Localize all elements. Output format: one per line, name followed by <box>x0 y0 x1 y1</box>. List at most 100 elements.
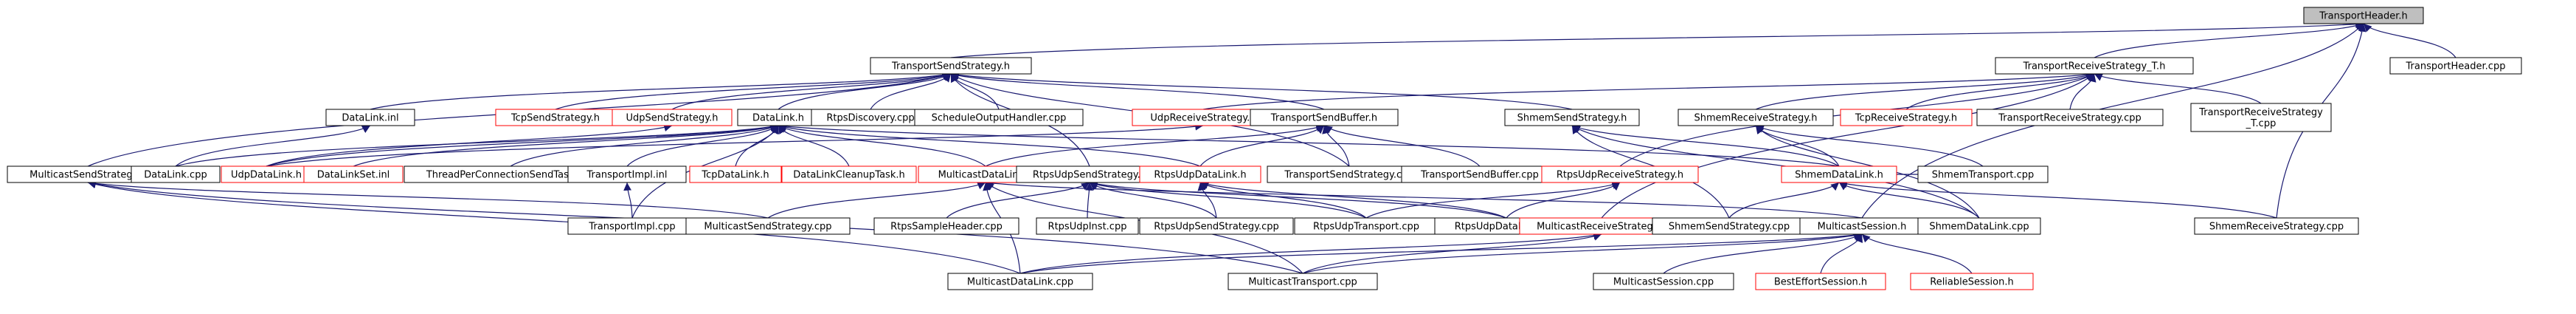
edge-tsb-to-rtpsudl <box>1199 125 1325 167</box>
node-label: DataLink.inl <box>342 113 398 124</box>
node-bes[interactable]: BestEffortSession.h <box>1755 273 1886 290</box>
node-label: DataLinkCleanupTask.h <box>793 170 904 181</box>
node-tcpdl[interactable]: TcpDataLink.h <box>689 165 782 183</box>
node-tpcst[interactable]: ThreadPerConnectionSendTask.cpp <box>404 165 617 183</box>
node-tcpss[interactable]: TcpSendStrategy.h <box>495 109 616 126</box>
node-tss[interactable]: TransportSendStrategy.h <box>870 57 1032 75</box>
node-mcsesscpp[interactable]: MulticastSession.cpp <box>1593 273 1734 290</box>
node-label: ShmemReceiveStrategy.cpp <box>2209 222 2344 233</box>
node-label: MulticastSendStrategy.h <box>30 170 146 181</box>
node-label: ShmemSendStrategy.cpp <box>1669 222 1790 233</box>
node-label: DataLink.cpp <box>144 170 207 181</box>
node-layer: TransportHeader.hTransportHeader.cppTran… <box>7 7 2522 290</box>
node-dl_inl[interactable]: DataLink.inl <box>325 109 415 126</box>
edge-th-to-tss <box>950 20 2364 58</box>
edge-tsb-to-tsbcpp <box>1323 125 1481 167</box>
node-label: ThreadPerConnectionSendTask.cpp <box>426 170 595 181</box>
node-box <box>1250 109 1399 126</box>
node-tsb[interactable]: TransportSendBuffer.h <box>1250 109 1399 126</box>
node-rels[interactable]: ReliableSession.h <box>1910 273 2034 290</box>
edge-mcss-to-mcsscpp <box>87 180 769 219</box>
node-label: MulticastSession.cpp <box>1613 277 1714 288</box>
node-label: TransportHeader.h <box>2319 11 2408 22</box>
edge-tiinl-to-ticpp <box>623 182 633 219</box>
node-box <box>131 165 221 183</box>
node-rtpsuss[interactable]: RtpsUdpSendStrategy.h <box>1016 165 1163 183</box>
node-box <box>1139 217 1294 235</box>
node-mcrs[interactable]: MulticastReceiveStrategy.h <box>1519 217 1684 235</box>
node-label: RtpsUdpInst.cpp <box>1048 222 1127 233</box>
node-label: _T.cpp <box>2246 118 2276 129</box>
node-box <box>873 217 1019 235</box>
node-label: TransportSendBuffer.h <box>1270 113 1377 124</box>
node-box <box>325 109 415 126</box>
node-box <box>1593 273 1734 290</box>
node-rtpsutcpp[interactable]: RtpsUdpTransport.cpp <box>1294 217 1438 235</box>
node-box <box>1976 109 2164 126</box>
node-label: UdpSendStrategy.h <box>626 113 719 124</box>
edge-mcss-to-mcdlcpp <box>87 180 1021 274</box>
node-label: ShmemDataLink.cpp <box>1929 222 2029 233</box>
node-trst_cpp[interactable]: TransportReceiveStrategy_T.cpp <box>2190 103 2332 132</box>
node-mcss[interactable]: MulticastSendStrategy.h <box>7 165 169 183</box>
node-shmdl[interactable]: ShmemDataLink.h <box>1781 165 1897 183</box>
node-udprs[interactable]: UdpReceiveStrategy.h <box>1132 109 1275 126</box>
node-box <box>1995 57 2194 75</box>
edge-trs_t-to-udprs <box>1202 70 2095 110</box>
node-sched[interactable]: ScheduleOutputHandler.cpp <box>914 109 1084 126</box>
node-label: TransportReceiveStrategy <box>2198 107 2323 118</box>
node-dlset[interactable]: DataLinkSet.inl <box>303 165 404 183</box>
node-dlcpp[interactable]: DataLink.cpp <box>131 165 221 183</box>
node-mcsscpp[interactable]: MulticastSendStrategy.cpp <box>685 217 851 235</box>
node-dlh[interactable]: DataLink.h <box>737 109 820 126</box>
node-shmss[interactable]: ShmemSendStrategy.h <box>1504 109 1640 126</box>
node-trs_t[interactable]: TransportReceiveStrategy_T.h <box>1995 57 2194 75</box>
node-shmtcpp[interactable]: ShmemTransport.cpp <box>1917 165 2049 183</box>
node-tsscpp[interactable]: TransportSendStrategy.cpp <box>1267 165 1432 183</box>
node-mctcpp[interactable]: MulticastTransport.cpp <box>1228 273 1378 290</box>
edge-shmss-to-shmsscpp <box>1571 125 1730 219</box>
edge-rtpsudl-to-rtpsudlcpp <box>1199 181 1507 219</box>
node-tsbcpp[interactable]: TransportSendBuffer.cpp <box>1401 165 1559 183</box>
node-tcprs[interactable]: TcpReceiveStrategy.h <box>1840 109 1973 126</box>
node-rtpsurs[interactable]: RtpsUdpReceiveStrategy.h <box>1541 165 1699 183</box>
node-trscpp[interactable]: TransportReceiveStrategy.cpp <box>1976 109 2164 126</box>
node-rtpsuinst[interactable]: RtpsUdpInst.cpp <box>1036 217 1139 235</box>
edge-rtpsuss-to-rtpsusscpp <box>1089 182 1217 219</box>
node-box <box>1917 165 2049 183</box>
node-shmsscpp[interactable]: ShmemSendStrategy.cpp <box>1652 217 1807 235</box>
node-label: RtpsUdpReceiveStrategy.h <box>1557 170 1683 181</box>
node-tiinl[interactable]: TransportImpl.inl <box>567 165 687 183</box>
node-dlct[interactable]: DataLinkCleanupTask.h <box>781 165 917 183</box>
node-box <box>1504 109 1640 126</box>
node-label: DataLinkSet.inl <box>317 170 390 181</box>
edge-shmss-to-shmdl <box>1571 125 1840 167</box>
node-box <box>1139 165 1261 183</box>
node-rtpsudl[interactable]: RtpsUdpDataLink.h <box>1139 165 1261 183</box>
node-udpdl[interactable]: UdpDataLink.h <box>221 165 312 183</box>
edge-dlh-to-dlset <box>353 123 779 167</box>
node-label: DataLink.h <box>752 113 804 124</box>
node-mcdlcpp[interactable]: MulticastDataLink.cpp <box>947 273 1093 290</box>
node-shmdlcpp[interactable]: ShmemDataLink.cpp <box>1917 217 2041 235</box>
node-rtpssh[interactable]: RtpsSampleHeader.cpp <box>873 217 1019 235</box>
edge-tsb-to-mcdl <box>985 124 1325 167</box>
node-label: ReliableSession.h <box>1930 277 2013 288</box>
node-mcsess[interactable]: MulticastSession.h <box>1799 217 1925 235</box>
node-shmrs[interactable]: ShmemReceiveStrategy.h <box>1677 109 1834 126</box>
node-ticpp[interactable]: TransportImpl.cpp <box>567 217 697 235</box>
node-label: TransportSendStrategy.cpp <box>1284 170 1413 181</box>
node-rtpsusscpp[interactable]: RtpsUdpSendStrategy.cpp <box>1139 217 1294 235</box>
node-udpss[interactable]: UdpSendStrategy.h <box>612 109 733 126</box>
node-shmrscpp[interactable]: ShmemReceiveStrategy.cpp <box>2194 217 2359 235</box>
node-rtpsdisc[interactable]: RtpsDiscovery.cpp <box>811 109 930 126</box>
node-thcpp[interactable]: TransportHeader.cpp <box>2389 57 2522 75</box>
edge-trs_t-to-trst_cpp <box>2094 73 2262 104</box>
node-th[interactable]: TransportHeader.h <box>2303 7 2424 24</box>
node-label: TransportSendStrategy.h <box>891 61 1010 72</box>
edge-shmdl-to-shmsscpp <box>1728 182 1840 219</box>
edge-dlh-to-ticpp <box>631 125 779 219</box>
node-box <box>1840 109 1973 126</box>
node-label: UdpDataLink.h <box>231 170 302 181</box>
